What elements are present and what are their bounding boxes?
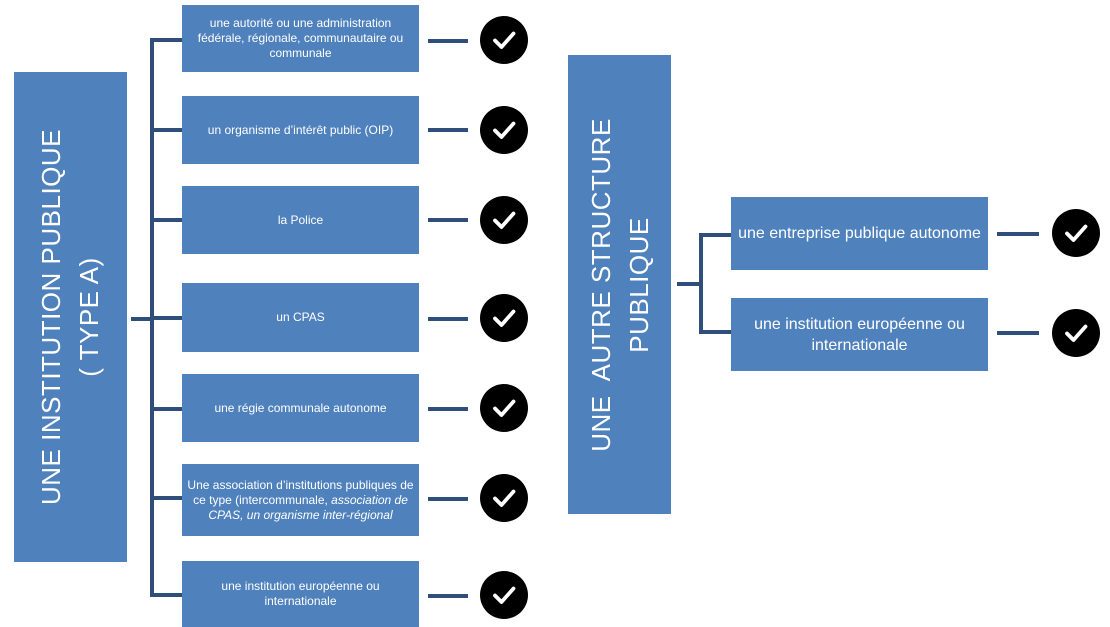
left-item-1-box: une autorité ou une administration fédér… <box>182 5 419 72</box>
left-item-5-box: une régie communale autonome <box>182 374 419 442</box>
left-branch-5 <box>150 407 182 411</box>
left-item-1-label: une autorité ou une administration fédér… <box>197 16 404 60</box>
left-branch-3 <box>150 218 182 222</box>
left-item-6-label-italic: association de CPAS, un organisme inter-… <box>208 492 408 522</box>
right-branch-2 <box>699 330 731 334</box>
left-branch-2 <box>150 128 182 132</box>
check-circle-icon <box>480 571 528 619</box>
left-check-connector-1 <box>428 39 468 43</box>
right-bracket-vertical <box>699 233 703 334</box>
right-group-title-line2: PUBLIQUE <box>623 216 654 353</box>
right-item-1-label: une entreprise publique autonome <box>738 225 981 242</box>
left-check-connector-2 <box>428 128 468 132</box>
left-item-5-label: une régie communale autonome <box>214 400 387 415</box>
left-branch-4 <box>150 316 182 320</box>
right-item-2-box: une institution européenne ou internatio… <box>731 298 988 371</box>
check-circle-icon <box>1052 309 1100 357</box>
right-item-1-box: une entreprise publique autonome <box>731 197 988 270</box>
check-circle-icon <box>1052 209 1100 257</box>
right-item-2-label: une institution européenne ou internatio… <box>754 315 965 354</box>
left-check-connector-4 <box>428 317 468 321</box>
check-circle-icon <box>480 294 528 342</box>
right-check-connector-1 <box>997 232 1039 236</box>
left-group-title-line2: ( TYPE A) <box>74 257 105 377</box>
left-item-4-label: un CPAS <box>276 310 325 324</box>
left-item-7-box: une institution européenne ou internatio… <box>182 561 419 627</box>
left-item-3-box: la Police <box>182 186 419 254</box>
left-item-4-box: un CPAS <box>182 283 419 352</box>
left-group-title-box: UNE INSTITUTION PUBLIQUE ( TYPE A) <box>14 72 127 562</box>
right-group-title: UNE AUTRE STRUCTURE PUBLIQUE <box>582 118 658 452</box>
left-item-2-label: un organisme d’intérêt public (OIP) <box>207 122 394 137</box>
left-check-connector-3 <box>428 218 468 222</box>
left-item-2-box: un organisme d’intérêt public (OIP) <box>182 96 419 164</box>
right-check-connector-2 <box>997 331 1039 335</box>
right-group-title-box: UNE AUTRE STRUCTURE PUBLIQUE <box>568 55 671 514</box>
right-stem <box>677 282 701 286</box>
left-group-title-line1: UNE INSTITUTION PUBLIQUE <box>36 128 67 506</box>
left-check-connector-6 <box>428 497 468 501</box>
left-check-connector-7 <box>428 594 468 598</box>
left-item-3-label: la Police <box>277 212 324 227</box>
left-branch-6 <box>150 496 182 500</box>
left-item-6-label-normal: Une association d’institutions publiques… <box>187 477 414 507</box>
right-group-title-line1: UNE AUTRE STRUCTURE <box>585 117 616 452</box>
left-item-6-box: Une association d’institutions publiques… <box>182 464 419 536</box>
left-group-title: UNE INSTITUTION PUBLIQUE ( TYPE A) <box>33 129 109 505</box>
left-stem <box>131 317 153 321</box>
check-circle-icon <box>480 196 528 244</box>
check-circle-icon <box>480 16 528 64</box>
left-item-6-label: Une association d’institutions publiques… <box>186 478 415 523</box>
left-item-7-label: une institution européenne ou internatio… <box>221 579 380 608</box>
left-check-connector-5 <box>428 407 468 411</box>
right-branch-1 <box>699 233 731 237</box>
left-branch-7 <box>150 593 182 597</box>
check-circle-icon <box>480 106 528 154</box>
left-branch-1 <box>150 38 182 42</box>
check-circle-icon <box>480 474 528 522</box>
check-circle-icon <box>480 384 528 432</box>
